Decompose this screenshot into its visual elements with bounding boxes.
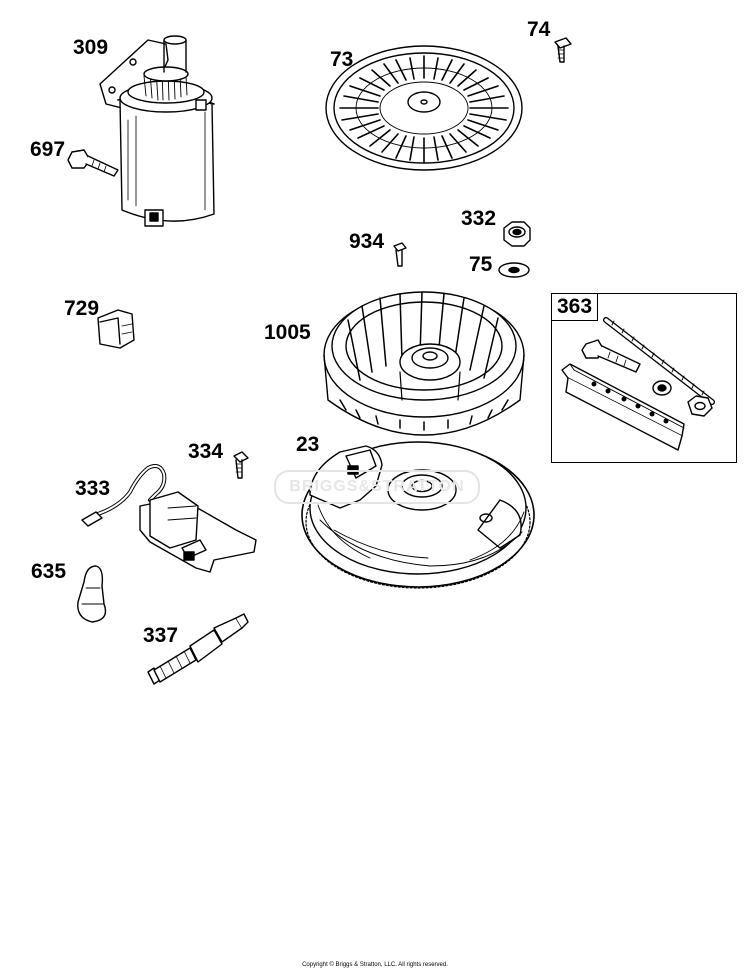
blower-screen-drawing xyxy=(326,46,522,170)
kit-parts-drawing xyxy=(562,320,712,450)
copyright-text: Copyright © Briggs & Stratton, LLC. All … xyxy=(302,962,448,968)
callout-flywheel-washer[interactable]: 75 xyxy=(469,253,493,276)
callout-armature[interactable]: 333 xyxy=(75,477,111,500)
kit-box: 363 xyxy=(551,293,737,463)
callout-flywheel-nut[interactable]: 332 xyxy=(461,207,497,230)
callout-wire-clip[interactable]: 729 xyxy=(64,297,100,320)
callout-flywheel-fan[interactable]: 1005 xyxy=(264,321,311,344)
flywheel-screw-drawing xyxy=(394,243,406,266)
callout-spark-plug-boot[interactable]: 635 xyxy=(31,560,67,583)
flywheel-drawing xyxy=(302,442,534,588)
wire-clip-drawing xyxy=(98,310,134,348)
callout-kit[interactable]: 363 xyxy=(552,294,599,321)
callout-flywheel-screw[interactable]: 934 xyxy=(349,230,385,253)
spark-plug-drawing xyxy=(148,614,248,684)
callout-flywheel[interactable]: 23 xyxy=(296,433,320,456)
watermark: BRIGGS&STRATTON xyxy=(274,470,480,504)
starter-motor-drawing xyxy=(100,36,214,226)
spark-plug-boot-drawing xyxy=(78,566,106,622)
starter-bolt-drawing xyxy=(68,150,118,176)
flywheel-fan-drawing xyxy=(324,292,524,435)
flywheel-washer-drawing xyxy=(499,263,529,277)
callout-screen-screw[interactable]: 74 xyxy=(527,18,551,41)
armature-drawing xyxy=(82,466,256,572)
screen-screw-drawing xyxy=(555,38,571,62)
callout-blower-screen[interactable]: 73 xyxy=(330,48,354,71)
flywheel-nut-drawing xyxy=(504,222,530,246)
callout-armature-screw[interactable]: 334 xyxy=(188,440,224,463)
armature-screw-drawing xyxy=(234,452,248,478)
callout-starter-motor[interactable]: 309 xyxy=(73,36,109,59)
callout-starter-bolt[interactable]: 697 xyxy=(30,138,66,161)
callout-spark-plug[interactable]: 337 xyxy=(143,624,179,647)
